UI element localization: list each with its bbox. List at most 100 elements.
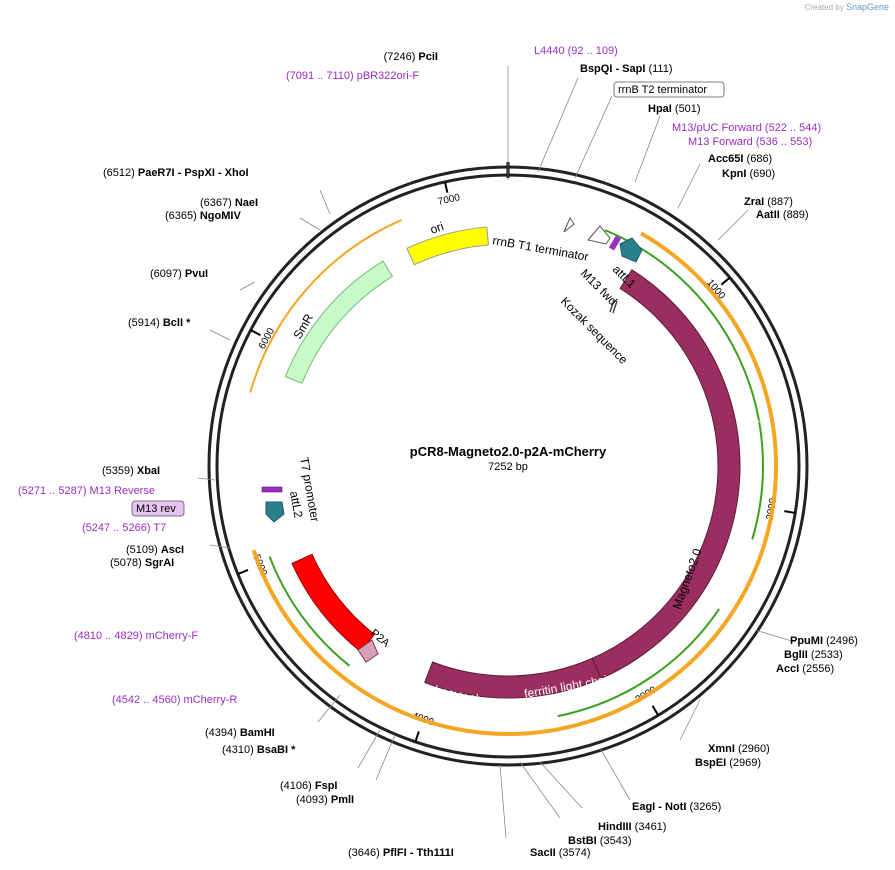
leader-line-18 bbox=[239, 281, 256, 291]
site-label-2: HpaI (501) bbox=[648, 103, 701, 115]
kozak-marker bbox=[609, 299, 615, 313]
green-arc-trpv4 bbox=[604, 229, 764, 540]
site-label-13: HindIII (3461) bbox=[598, 821, 666, 833]
tick-label-6: 7000 bbox=[437, 192, 462, 208]
leader-line-2 bbox=[574, 95, 613, 179]
boxed-label-frame-0 bbox=[613, 81, 725, 98]
plasmid-size: 7252 bp bbox=[488, 461, 528, 473]
rrnb-t2-marker bbox=[587, 225, 611, 245]
site-label-7: PpuMI (2496) bbox=[790, 635, 858, 647]
leader-line-11 bbox=[499, 764, 507, 839]
credit-prefix: Created by bbox=[804, 3, 844, 12]
boxed-label-0: rrnB T2 terminator bbox=[618, 84, 707, 96]
attl2-arrow bbox=[265, 501, 285, 523]
site-label-5: ZraI (887) bbox=[744, 196, 793, 208]
ori-arrow bbox=[406, 226, 489, 266]
site-label-10: XmnI (2960) bbox=[708, 743, 770, 755]
t7-marker bbox=[261, 486, 283, 493]
leader-line-15 bbox=[209, 544, 231, 549]
leader-line-3 bbox=[634, 115, 661, 183]
leader-line-13 bbox=[357, 729, 381, 769]
primer-label-5: (5247 .. 5266) T7 bbox=[82, 522, 166, 534]
site-label-24: (5914) BclI * bbox=[128, 317, 191, 329]
site-label-6: AatII (889) bbox=[756, 209, 809, 221]
orange-arc-bottom bbox=[251, 549, 372, 698]
leader-line-9 bbox=[539, 761, 583, 809]
attl1-arrow bbox=[619, 237, 643, 263]
leader-line-7 bbox=[679, 699, 701, 741]
primer-label-0: L4440 (92 .. 109) bbox=[534, 45, 618, 57]
smr-arrow bbox=[284, 260, 394, 384]
leader-line-4 bbox=[677, 163, 701, 209]
boxed-label-frame-1 bbox=[131, 500, 185, 517]
site-label-8: BglII (2533) bbox=[784, 649, 843, 661]
site-label-12: EagI - NotI (3265) bbox=[632, 801, 721, 813]
leader-line-10 bbox=[519, 761, 561, 819]
leader-line-19 bbox=[299, 217, 321, 231]
leader-line-16 bbox=[197, 477, 216, 481]
feature-ori-label: ori bbox=[428, 219, 445, 237]
ferritin-arc bbox=[424, 657, 602, 699]
site-label-28: (6512) PaeR7I - PspXI - XhoI bbox=[103, 167, 249, 179]
site-label-16: (3646) PflFI - Tth111I bbox=[348, 847, 454, 859]
tick-mark-2 bbox=[651, 705, 660, 716]
site-label-22: (5078) SgrAI bbox=[110, 557, 174, 569]
site-label-0: (7246) PciI bbox=[384, 51, 438, 63]
site-label-15: SacII (3574) bbox=[530, 847, 591, 859]
orange-arc-right-outer bbox=[369, 231, 779, 736]
primer-label-2: M13/pUC Forward (522 .. 544) bbox=[672, 122, 821, 134]
site-label-3: Acc65I (686) bbox=[708, 153, 772, 165]
feature-arcs bbox=[249, 219, 779, 736]
tick-mark-4 bbox=[237, 569, 249, 575]
site-label-21: (5109) AscI bbox=[126, 544, 184, 556]
site-label-27: (6365) NgoMIV bbox=[165, 210, 241, 222]
rrnb-t1-marker bbox=[563, 216, 575, 233]
site-label-11: BspEI (2969) bbox=[695, 757, 761, 769]
snapgene-credit: Created by SnapGene bbox=[805, 2, 889, 12]
small-features bbox=[261, 216, 643, 663]
site-label-14: BstBI (3543) bbox=[568, 835, 632, 847]
tick-mark-5 bbox=[250, 329, 261, 337]
site-label-18: (4093) PmlI bbox=[296, 794, 354, 806]
credit-brand: SnapGene bbox=[845, 2, 889, 12]
primer-label-7: (4542 .. 4560) mCherry-R bbox=[112, 694, 237, 706]
leader-line-12 bbox=[375, 734, 396, 781]
green-arc-mcherry bbox=[268, 556, 351, 667]
feature-kozak-label: Kozak sequence bbox=[558, 294, 631, 367]
site-label-25: (6097) PvuI bbox=[150, 268, 208, 280]
p2a-arrow bbox=[357, 639, 379, 663]
leader-line-8 bbox=[599, 747, 631, 801]
magneto-arc bbox=[591, 269, 741, 680]
feature-rrnb-t1-label: rrnB T1 terminator bbox=[491, 233, 589, 264]
site-label-9: AccI (2556) bbox=[776, 663, 834, 675]
orange-arc-left bbox=[249, 219, 402, 393]
feature-attl2-label: attL2 bbox=[287, 490, 305, 519]
site-label-17: (4106) FspI bbox=[280, 780, 337, 792]
site-label-19: (4394) BamHI bbox=[205, 727, 275, 739]
primer-label-4: (5271 .. 5287) M13 Reverse bbox=[18, 485, 155, 497]
leader-line-14 bbox=[317, 694, 341, 723]
leader-line-6 bbox=[754, 629, 796, 643]
m13-fwd-marker bbox=[608, 235, 622, 251]
tick-mark-6 bbox=[443, 181, 449, 193]
label-leaders bbox=[197, 66, 796, 839]
leader-line-17 bbox=[209, 329, 231, 341]
plasmid-name: pCR8-Magneto2.0-p2A-mCherry bbox=[409, 444, 607, 459]
leader-line-20 bbox=[319, 189, 331, 215]
site-label-4: KpnI (690) bbox=[722, 168, 775, 180]
mcherry-arrow bbox=[291, 553, 376, 653]
tick-mark-1 bbox=[784, 510, 796, 514]
primer-label-3: M13 Forward (536 .. 553) bbox=[688, 136, 812, 148]
site-label-26: (6367) NaeI bbox=[200, 197, 258, 209]
boxed-label-1: M13 rev bbox=[136, 503, 176, 515]
site-label-23: (5359) XbaI bbox=[102, 465, 160, 477]
green-arc-ferritin bbox=[557, 608, 720, 718]
tick-mark-0 bbox=[720, 276, 731, 286]
tick-mark-3 bbox=[414, 731, 420, 743]
leader-line-5 bbox=[717, 209, 749, 241]
kozak-marker-2 bbox=[612, 300, 618, 314]
leader-line-1 bbox=[537, 77, 579, 173]
primer-label-1: (7091 .. 7110) pBR322ori-F bbox=[286, 70, 419, 82]
